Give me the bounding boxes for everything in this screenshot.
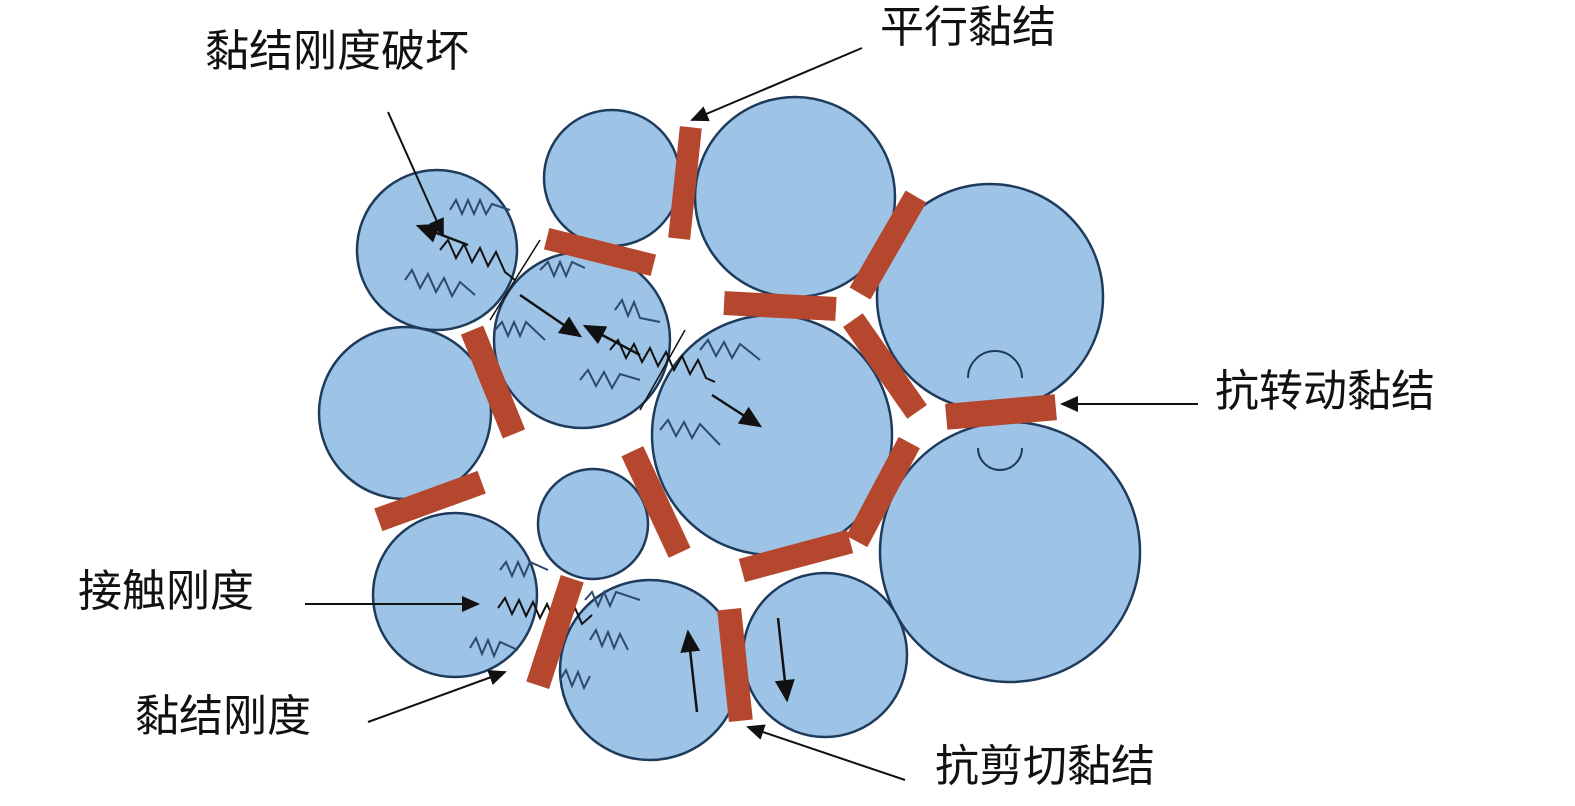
bond (738, 529, 854, 583)
leader-line (367, 669, 507, 723)
rotation-resistant-bond (945, 394, 1057, 430)
spring (589, 627, 629, 651)
label-bond-stiffness: 黏结刚度 (135, 691, 311, 742)
spring (494, 319, 546, 341)
spring (499, 559, 549, 579)
bond (849, 190, 927, 300)
spring (559, 667, 591, 691)
spring (659, 418, 721, 446)
arrow (680, 629, 701, 713)
bond-stiffness-bond (526, 575, 584, 689)
bond (621, 446, 691, 558)
shear-resistant-bond (717, 608, 753, 722)
spring (614, 297, 661, 323)
arrow (711, 393, 763, 428)
particle (741, 571, 909, 739)
spring (584, 589, 641, 609)
spring (439, 238, 516, 281)
particle (371, 511, 539, 679)
label-bond-stiffness-failure: 黏结刚度破坏 (205, 26, 469, 77)
arrow (519, 293, 583, 338)
arrow (582, 324, 641, 357)
contact-plane (489, 239, 541, 321)
particle (878, 420, 1142, 684)
particle (355, 168, 519, 332)
label-parallel-bond: 平行黏结 (880, 2, 1056, 53)
bond (723, 291, 837, 321)
spring (449, 197, 511, 217)
parallel-bond (668, 126, 702, 240)
rotation-arc-icon (977, 447, 1023, 471)
particle (492, 250, 672, 430)
spring (539, 259, 586, 279)
bond (460, 325, 526, 439)
arrow (774, 617, 795, 703)
label-shear-resistant-bond: 抗剪切黏结 (935, 741, 1155, 792)
rotation-arc-icon (967, 350, 1023, 379)
particle (536, 467, 650, 581)
spring (699, 338, 761, 361)
spring (404, 267, 476, 299)
label-contact-stiffness: 接触刚度 (78, 566, 254, 617)
bond (374, 470, 486, 532)
bond (846, 436, 920, 548)
label-rotation-resistant-bond: 抗转动黏结 (1215, 366, 1435, 417)
spring (609, 338, 716, 383)
bond (843, 313, 927, 419)
contact-plane (639, 329, 686, 411)
particle (558, 578, 742, 762)
leader-line (690, 47, 863, 122)
spring (579, 368, 641, 391)
spring (469, 635, 519, 659)
leader-line (387, 111, 444, 237)
particle (542, 108, 682, 248)
particle (317, 325, 493, 501)
leader-line (746, 724, 906, 781)
bond (543, 228, 657, 276)
